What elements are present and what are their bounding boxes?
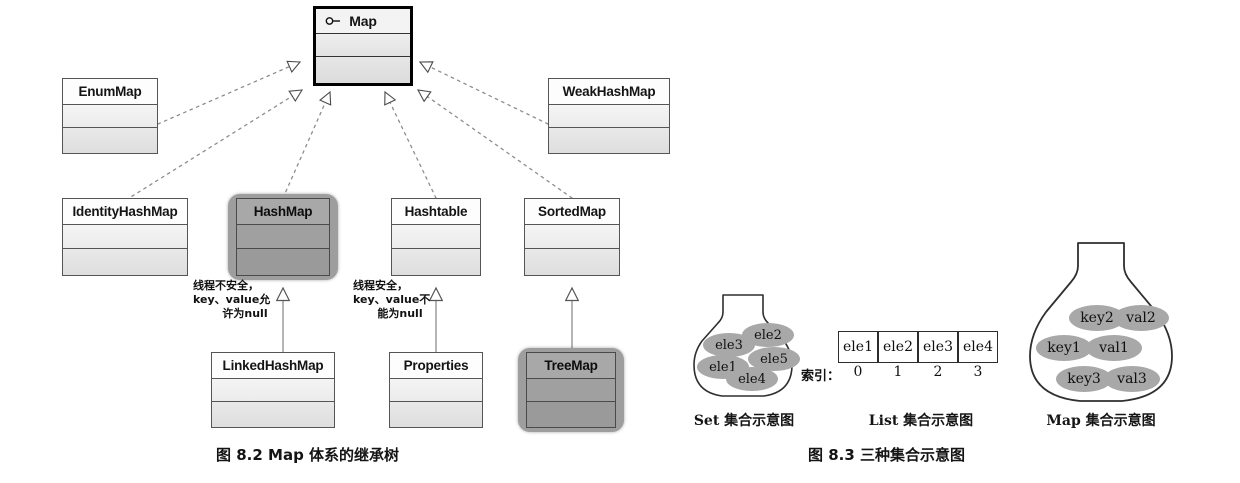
map-entry-0-value: val2 xyxy=(1113,305,1169,331)
list-cell-3[interactable]: ele4 xyxy=(958,331,998,363)
realization-links xyxy=(125,60,573,201)
uml-class-linkedhashmap-attributes xyxy=(212,379,334,402)
uml-class-map[interactable]: Map xyxy=(313,6,413,86)
uml-class-enummap-title: EnumMap xyxy=(63,79,157,105)
list-cell-2[interactable]: ele3 xyxy=(918,331,958,363)
list-index-0: 0 xyxy=(853,364,863,380)
map-entry-0-key: key2 xyxy=(1069,305,1125,331)
uml-class-enummap-operations xyxy=(63,127,157,153)
list-diagram-label: List 集合示意图 xyxy=(868,413,974,429)
uml-class-weakhashmap-title: WeakHashMap xyxy=(549,79,669,105)
uml-class-hashtable-attributes xyxy=(392,225,480,249)
set-element-4: ele4 xyxy=(726,367,778,391)
uml-class-properties-attributes xyxy=(390,379,482,402)
uml-class-identityhashmap-operations xyxy=(63,248,187,275)
uml-class-enummap[interactable]: EnumMap xyxy=(62,78,158,154)
uml-class-hashtable[interactable]: Hashtable xyxy=(391,198,481,276)
uml-class-treemap-title: TreeMap xyxy=(527,353,615,379)
note-hashtable-line3: 能为null xyxy=(377,307,423,320)
uml-class-hashtable-operations xyxy=(392,248,480,275)
map-entry-1-key: key1 xyxy=(1036,335,1092,361)
link-identityhashmap xyxy=(125,89,304,201)
map-entry-2-key: key3 xyxy=(1056,366,1112,392)
link-hashtable xyxy=(384,90,437,199)
uml-class-linkedhashmap[interactable]: LinkedHashMap xyxy=(211,352,335,428)
list-index-1: 1 xyxy=(893,364,903,380)
uml-class-treemap[interactable]: TreeMap xyxy=(526,352,616,428)
uml-class-hashmap-operations xyxy=(237,248,329,275)
list-cell-1[interactable]: ele2 xyxy=(878,331,918,363)
uml-class-weakhashmap-attributes xyxy=(549,105,669,128)
uml-class-treemap-operations xyxy=(527,401,615,427)
uml-class-hashtable-title: Hashtable xyxy=(392,199,480,225)
uml-class-enummap-attributes xyxy=(63,105,157,128)
generalization-links xyxy=(275,286,580,352)
uml-class-map-attributes xyxy=(316,34,410,58)
uml-class-hashmap-title: HashMap xyxy=(237,199,329,225)
set-element-3: ele5 xyxy=(748,347,800,371)
list-index-2: 2 xyxy=(933,364,943,380)
uml-class-treemap-attributes xyxy=(527,379,615,402)
link-weakhashmap xyxy=(418,61,549,125)
set-diagram-label: Set 集合示意图 xyxy=(693,413,795,429)
uml-class-map-title: Map xyxy=(316,9,410,34)
uml-class-properties-operations xyxy=(390,401,482,427)
figure-caption-8-3: 图 8.3 三种集合示意图 xyxy=(808,446,966,464)
note-hashmap-thread-safety: 线程不安全， key、value允 许为null xyxy=(193,279,297,321)
note-hashtable-line2: key、value不 xyxy=(353,293,431,306)
link-sortedmap xyxy=(417,89,573,199)
map-diagram-label: Map 集合示意图 xyxy=(1046,413,1156,429)
uml-class-hashmap-attributes xyxy=(237,225,329,249)
note-hashmap-line2: key、value允 xyxy=(193,293,271,306)
uml-class-sortedmap-attributes xyxy=(525,225,619,249)
uml-class-identityhashmap-title: IdentityHashMap xyxy=(63,199,187,225)
map-entry-1-value: val1 xyxy=(1086,335,1142,361)
map-entry-2-value: val3 xyxy=(1104,366,1160,392)
uml-class-map-operations xyxy=(316,57,410,83)
note-hashtable-line1: 线程安全， xyxy=(353,279,408,292)
uml-class-weakhashmap-operations xyxy=(549,127,669,153)
uml-class-sortedmap-operations xyxy=(525,248,619,275)
uml-class-sortedmap[interactable]: SortedMap xyxy=(524,198,620,276)
interface-key-icon xyxy=(325,17,340,25)
uml-class-hashmap[interactable]: HashMap xyxy=(236,198,330,276)
uml-class-properties-title: Properties xyxy=(390,353,482,379)
set-element-0: ele3 xyxy=(703,333,755,357)
list-index-label: 索引： xyxy=(801,369,841,384)
list-cell-0[interactable]: ele1 xyxy=(838,331,878,363)
note-hashmap-line3: 许为null xyxy=(222,307,268,320)
note-hashmap-line1: 线程不安全， xyxy=(193,279,259,292)
uml-class-linkedhashmap-title: LinkedHashMap xyxy=(212,353,334,379)
link-enummap xyxy=(157,60,302,125)
list-index-3: 3 xyxy=(973,364,983,380)
uml-class-sortedmap-title: SortedMap xyxy=(525,199,619,225)
link-hashmap xyxy=(282,90,332,199)
uml-class-linkedhashmap-operations xyxy=(212,401,334,427)
uml-class-weakhashmap[interactable]: WeakHashMap xyxy=(548,78,670,154)
uml-class-identityhashmap-attributes xyxy=(63,225,187,249)
set-element-1: ele2 xyxy=(742,323,794,347)
uml-class-identityhashmap[interactable]: IdentityHashMap xyxy=(62,198,188,276)
uml-class-map-label: Map xyxy=(349,13,377,29)
figure-caption-8-2: 图 8.2 Map 体系的继承树 xyxy=(216,446,400,464)
uml-class-properties[interactable]: Properties xyxy=(389,352,483,428)
note-hashtable-thread-safety: 线程安全， key、value不 能为null xyxy=(353,279,447,321)
